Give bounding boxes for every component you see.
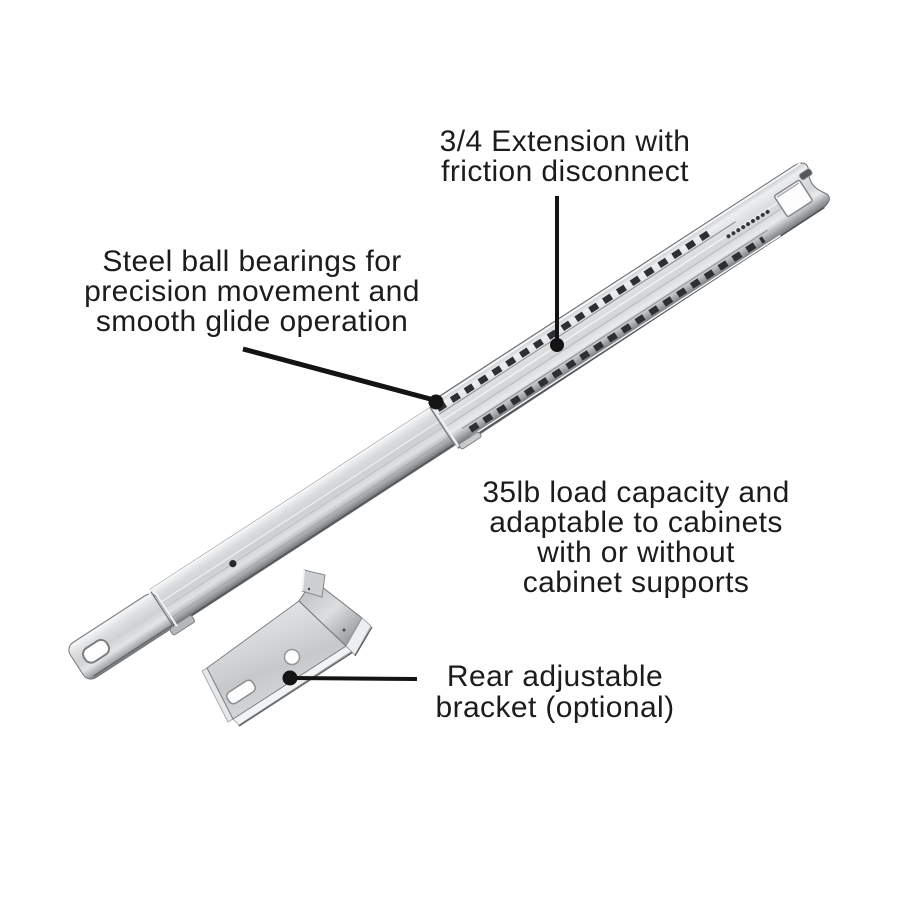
annotation-bearings-line: Steel ball bearings for [102,245,402,278]
leader-line-bearings [242,346,444,410]
rail-hole-row [726,209,770,239]
drawer-slide-rail [68,162,830,680]
annotation-capacity-line: adaptable to cabinets [489,506,783,539]
rail-end-cutout [774,179,813,218]
rail-inner-member [68,587,178,680]
annotation-extension-line: friction disconnect [441,155,689,188]
bracket-slot [226,679,256,705]
rail-end-slot [798,168,813,181]
annotation-bracket-line: bracket (optional) [435,691,675,724]
ball-bearing-track-bottom [468,236,766,433]
annotation-bearings-line: precision movement and [84,275,420,308]
annotation-extension-line: 3/4 Extension with [439,125,691,158]
annotation-bearings: Steel ball bearings for precision moveme… [72,247,432,337]
rail-tip-slot [82,638,111,664]
annotation-bracket-line: Rear adjustable [446,660,664,693]
annotation-capacity-line: 35lb load capacity and [482,476,790,509]
rear-adjustable-bracket [201,569,373,727]
leader-line-bracket [282,670,418,686]
leader-dot-bearings [428,394,444,410]
leader-line-extension [550,196,564,352]
bracket-hole [283,648,301,666]
leader-dot-bracket [282,670,298,686]
annotation-capacity-line: cabinet supports [522,566,750,599]
annotation-capacity: 35lb load capacity and adaptable to cabi… [456,478,816,598]
rail-middle-member [149,402,482,628]
annotation-capacity-line: with or without [537,536,735,569]
rail-outer-member [428,162,830,449]
annotation-bearings-line: smooth glide operation [95,305,409,338]
rail-step-lip [169,614,196,636]
annotation-bracket: Rear adjustable bracket (optional) [395,661,715,723]
rail-mount-hole [229,560,237,568]
annotation-extension: 3/4 Extension with friction disconnect [385,127,745,187]
leader-dot-extension [550,338,564,352]
ball-bearing-track-top [435,228,713,412]
